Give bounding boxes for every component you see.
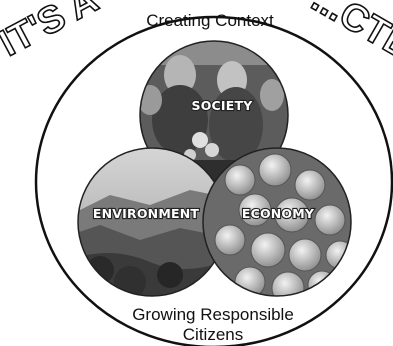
arc-text-left: IT'S A (0, 0, 105, 65)
society-label: SOCIETY (192, 98, 254, 113)
society-circle (140, 41, 288, 189)
footer-line-2: Citizens (183, 325, 243, 344)
footer-line-1: Growing Responsible (132, 305, 294, 324)
economy-label: ECONOMY (242, 206, 315, 221)
economy-circle (203, 148, 351, 296)
diagram-title: Creating Context (146, 11, 274, 30)
environment-label: ENVIRONMENT (93, 206, 199, 221)
outer-ellipse (34, 15, 393, 346)
